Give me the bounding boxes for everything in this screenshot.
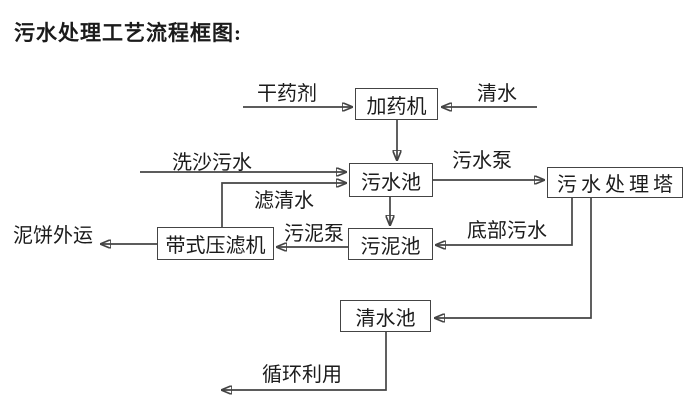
flow-label-sewage-pump: 污水泵 xyxy=(452,150,512,172)
node-treatment-tower: 污水处理塔 xyxy=(547,167,683,198)
node-dosing-machine: 加药机 xyxy=(355,88,438,120)
node-belt-filter-press-label: 带式压滤机 xyxy=(165,235,266,257)
node-sewage-pool: 污水池 xyxy=(349,163,433,197)
node-sludge-pool: 污泥池 xyxy=(348,228,433,260)
flow-label-clean-water: 清水 xyxy=(477,83,517,105)
node-clean-water-pool: 清水池 xyxy=(340,300,431,332)
flow-label-bottom-sewage: 底部污水 xyxy=(467,220,547,242)
node-treatment-tower-label: 污水处理塔 xyxy=(557,174,677,196)
flow-label-recycle-use: 循环利用 xyxy=(262,364,342,386)
flow-label-sand-washing-sewage: 洗沙污水 xyxy=(172,152,252,174)
flow-label-dry-agent: 干药剂 xyxy=(257,83,317,105)
edge-tower-to-sludge-pool xyxy=(436,198,573,245)
edge-clean-water-pool-to-recycle xyxy=(222,332,387,390)
diagram-title: 污水处理工艺流程框图: xyxy=(14,21,242,45)
edge-filter-press-to-sewage-pool xyxy=(221,183,346,227)
node-dosing-machine-label: 加药机 xyxy=(366,95,427,118)
flow-label-mud-cake-out: 泥饼外运 xyxy=(13,225,93,247)
node-sewage-pool-label: 污水池 xyxy=(361,171,421,194)
edge-tower-to-clean-water-pool xyxy=(435,198,592,318)
node-sludge-pool-label: 污泥池 xyxy=(360,235,421,258)
node-clean-water-pool-label: 清水池 xyxy=(355,307,416,330)
flow-label-filtered-water: 滤清水 xyxy=(254,190,314,212)
node-belt-filter-press: 带式压滤机 xyxy=(157,227,274,260)
flow-label-sludge-pump: 污泥泵 xyxy=(284,223,344,245)
